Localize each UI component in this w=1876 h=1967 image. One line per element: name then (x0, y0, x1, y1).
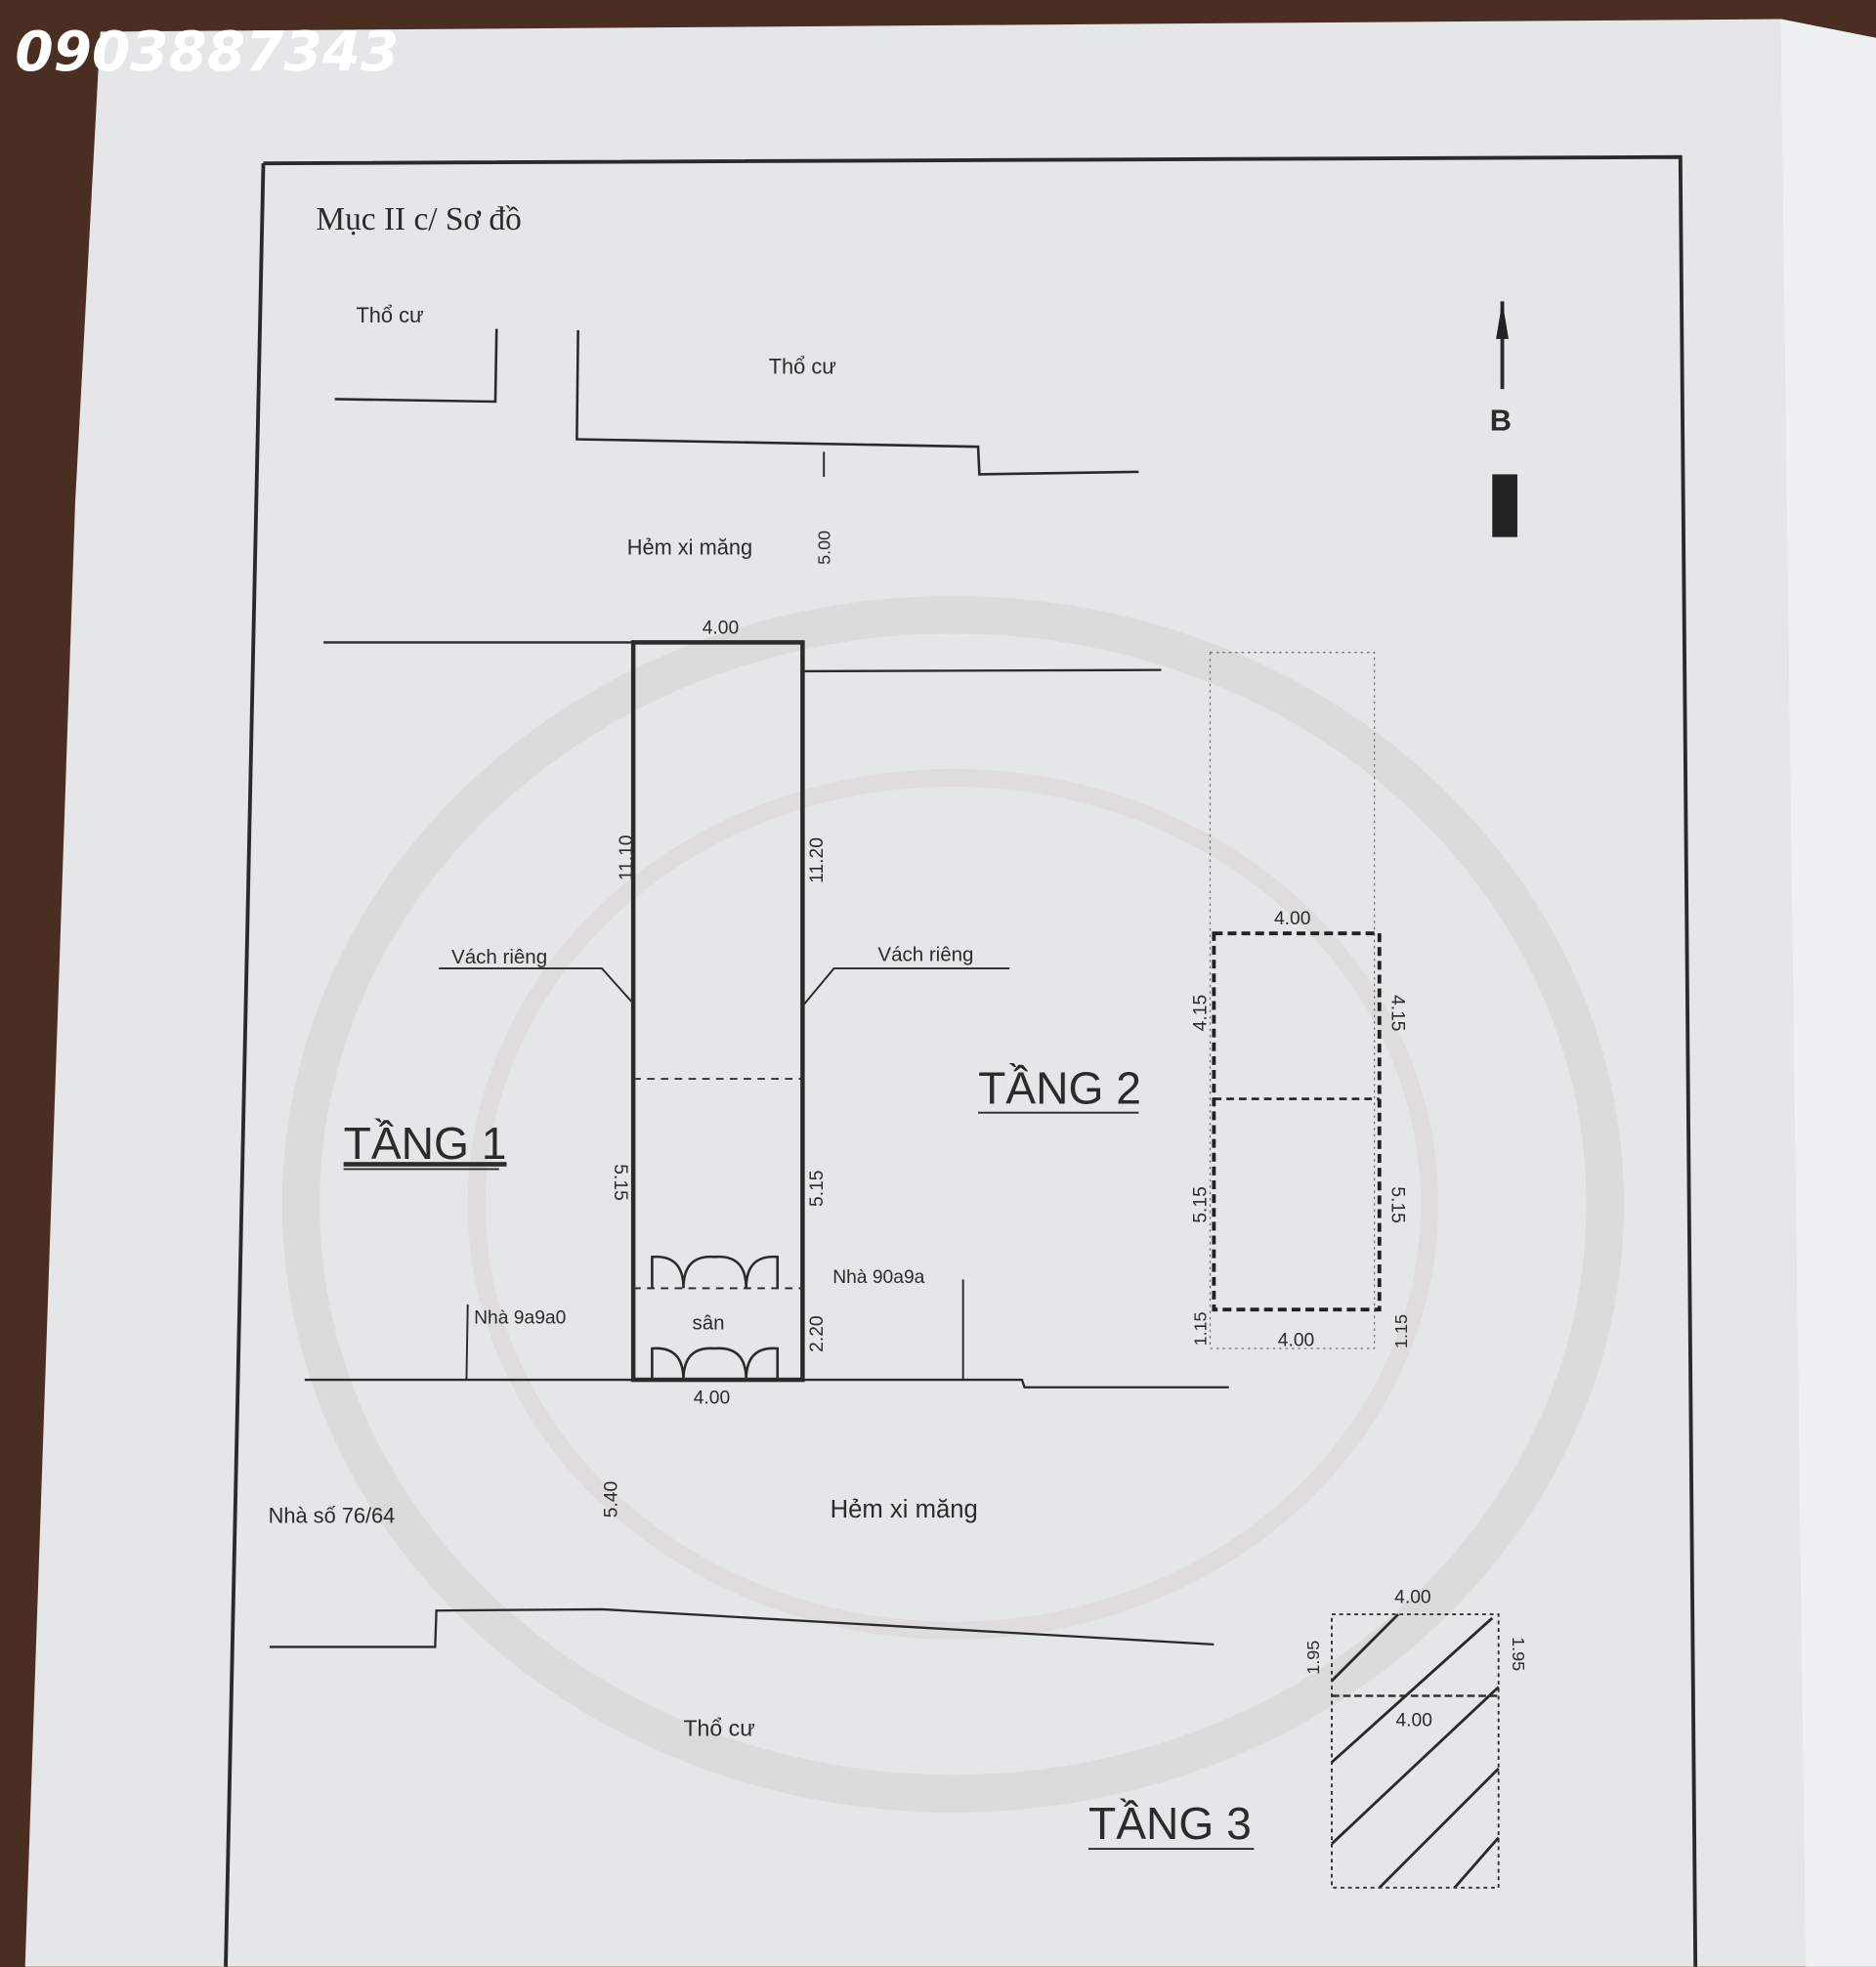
floor3-width-top: 4.00 (1394, 1588, 1430, 1608)
floor1-yard-label: sân (692, 1312, 724, 1335)
floor1-yard-depth: 2.20 (807, 1315, 828, 1351)
floor2-right-upper: 4.15 (1387, 995, 1408, 1031)
floor2-right-lower: 5.15 (1387, 1186, 1408, 1222)
neighbor-top-left: Thổ cư (356, 303, 423, 327)
floor2-title: TẦNG 2 (978, 1063, 1141, 1114)
section-title: Mục II c/ Sơ đồ (316, 201, 521, 237)
floor1-right-lower: 5.15 (807, 1170, 828, 1206)
floor3-title: TẦNG 3 (1088, 1798, 1252, 1849)
next-page-edge (1780, 19, 1876, 1967)
floor1-plan (304, 640, 1229, 1389)
north-label: B (1490, 404, 1512, 438)
floor2-right-bottom: 1.15 (1391, 1314, 1411, 1348)
floor3-left: 1.95 (1303, 1641, 1323, 1675)
floor2-left-upper: 4.15 (1191, 995, 1212, 1031)
bottom-left-house-label: Nhà số 76/64 (269, 1503, 396, 1527)
floor3-width-mid: 4.00 (1395, 1710, 1431, 1731)
floor2-left-lower: 5.15 (1191, 1186, 1212, 1222)
floor1-title: TẦNG 1 (344, 1118, 507, 1169)
watermark-seal (281, 595, 1625, 1813)
phone-overlay: 0903887343 (15, 21, 399, 84)
floor1-left-upper: 11.10 (617, 835, 637, 881)
document-frame (224, 154, 1698, 1967)
floor3-right: 1.95 (1509, 1637, 1528, 1671)
alley-top-width: 5.00 (815, 531, 834, 565)
watermark-ring (467, 769, 1439, 1640)
right-wall-label: Vách riêng (877, 943, 973, 965)
alley-top-label: Hẻm xi măng (627, 535, 752, 560)
floor1-right-upper: 11.20 (807, 837, 828, 883)
floor1-left-lower: 5.15 (610, 1164, 630, 1200)
floor1-width-top: 4.00 (703, 618, 739, 638)
right-house-label: Nhà 90a9a (832, 1267, 924, 1288)
floor1-width-bottom: 4.00 (694, 1388, 730, 1408)
floor2-left-bottom: 1.15 (1191, 1311, 1211, 1346)
floor2-width-top: 4.00 (1274, 909, 1310, 929)
floor3-plan (1330, 1613, 1500, 1889)
neighbor-bottom: Thổ cư (683, 1716, 754, 1741)
left-house-label: Nhà 9a9a0 (474, 1307, 566, 1328)
north-arrow-icon (1492, 301, 1517, 537)
alley-bottom-label: Hẻm xi măng (831, 1496, 978, 1523)
paper-sheet (24, 19, 1876, 1967)
left-wall-label: Vách riêng (451, 946, 547, 968)
floor2-width-bottom: 4.00 (1278, 1330, 1314, 1350)
neighbor-top-center: Thổ cư (769, 355, 836, 379)
alley-bottom-width: 5.40 (601, 1481, 621, 1518)
